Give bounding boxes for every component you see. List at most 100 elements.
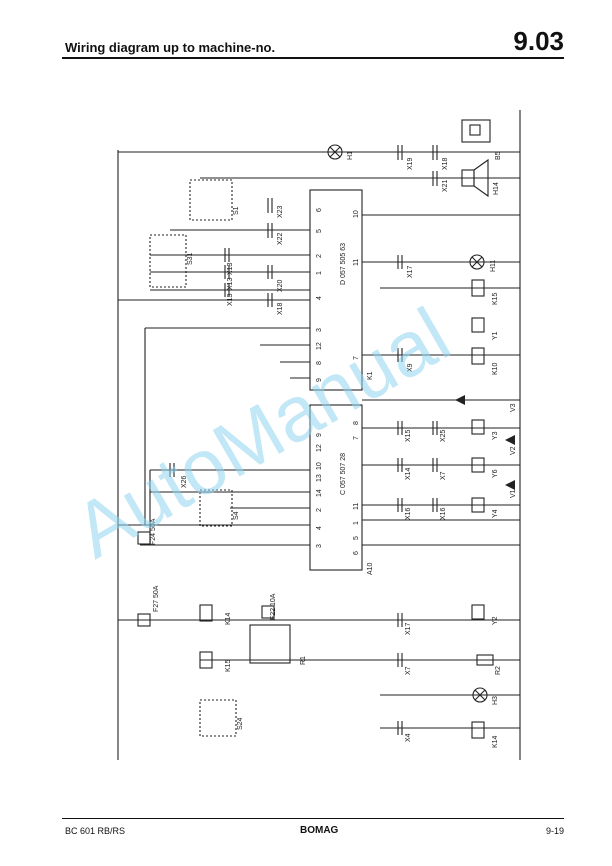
switch-s31: S31 <box>149 234 194 288</box>
svg-text:V2: V2 <box>510 446 517 455</box>
svg-text:2: 2 <box>316 508 323 512</box>
svg-text:R1: R1 <box>300 656 307 665</box>
svg-text:X7: X7 <box>405 666 412 675</box>
valve-y2: Y2 <box>471 604 499 625</box>
relay-k15: K15 <box>471 279 499 305</box>
svg-text:K14: K14 <box>492 735 499 748</box>
svg-text:R2: R2 <box>495 666 502 675</box>
svg-text:X25: X25 <box>440 429 447 442</box>
valve-y3: Y3 <box>471 419 499 440</box>
svg-text:11: 11 <box>353 259 360 266</box>
svg-text:X21: X21 <box>442 179 449 192</box>
module-code-lower: C 057 507 28 <box>340 453 347 495</box>
svg-text:14: 14 <box>316 489 323 497</box>
svg-text:X17: X17 <box>405 622 412 635</box>
fuse-f22: F22 10A <box>261 593 277 620</box>
svg-text:S24: S24 <box>237 717 244 730</box>
svg-text:S31: S31 <box>187 252 194 265</box>
valve-y1: Y1 <box>471 317 499 340</box>
svg-text:Y6: Y6 <box>492 469 499 478</box>
svg-text:X22: X22 <box>277 232 284 245</box>
switch-s4: S4 <box>199 489 240 527</box>
svg-text:9: 9 <box>316 433 323 437</box>
svg-text:13: 13 <box>316 474 323 482</box>
diode-v3: V3 <box>455 395 517 412</box>
svg-text:7: 7 <box>353 356 360 360</box>
section-number: 9.03 <box>513 26 564 56</box>
svg-text:X15: X15 <box>405 429 412 442</box>
svg-text:5: 5 <box>316 229 323 233</box>
svg-text:7: 7 <box>353 436 360 440</box>
page-number: 9-19 <box>545 826 564 836</box>
svg-text:X20: X20 <box>277 279 284 292</box>
svg-text:K10: K10 <box>492 362 499 375</box>
svg-text:X14: X14 <box>405 467 412 480</box>
svg-text:B5: B5 <box>495 151 502 160</box>
footer-rule <box>62 818 564 819</box>
svg-text:9: 9 <box>316 378 323 382</box>
svg-text:4: 4 <box>316 296 323 300</box>
watermark: AutoManual <box>60 290 465 574</box>
svg-text:12: 12 <box>316 342 323 350</box>
svg-text:V3: V3 <box>510 403 517 412</box>
svg-text:X16: X16 <box>440 507 447 520</box>
svg-text:X16: X16 <box>405 507 412 520</box>
wires-right <box>118 151 520 729</box>
lamp-h1: H1 <box>327 144 354 160</box>
svg-text:6: 6 <box>316 208 323 212</box>
svg-text:3: 3 <box>316 544 323 548</box>
svg-text:F27 50A: F27 50A <box>153 585 160 612</box>
connector-symbols: X19 X18 X21 X22 X23 X13 X13 X20 X13 X18 … <box>169 145 449 742</box>
relay-k14: K14 <box>471 721 499 748</box>
fuse-f27: F27 50A <box>137 585 160 627</box>
svg-text:6: 6 <box>353 551 360 555</box>
svg-text:X26: X26 <box>181 475 188 488</box>
svg-text:X18: X18 <box>442 157 449 170</box>
svg-text:11: 11 <box>353 503 360 510</box>
svg-text:F22 10A: F22 10A <box>270 593 277 620</box>
svg-text:8: 8 <box>316 361 323 365</box>
fuse-f24: F24 50A <box>137 518 157 545</box>
svg-text:X13: X13 <box>227 277 234 290</box>
module-code-upper: D 057 505 63 <box>340 243 347 285</box>
svg-text:X18: X18 <box>277 302 284 315</box>
svg-text:X4: X4 <box>405 733 412 742</box>
valve-y6: Y6 <box>471 457 499 478</box>
relay-k15-left: K15 <box>199 651 232 672</box>
svg-text:S4: S4 <box>233 511 240 520</box>
svg-text:10: 10 <box>316 462 323 470</box>
svg-text:Y1: Y1 <box>492 331 499 340</box>
svg-text:X9: X9 <box>407 363 414 372</box>
svg-text:X17: X17 <box>407 265 414 278</box>
svg-text:Y4: Y4 <box>492 509 499 518</box>
svg-text:H14: H14 <box>493 182 500 195</box>
svg-text:H3: H3 <box>492 696 499 705</box>
relay-k10: K10 <box>471 347 499 375</box>
resistor-r2: R2 <box>476 654 502 675</box>
module-label: K1 <box>367 371 374 380</box>
svg-text:F24 50A: F24 50A <box>150 518 157 545</box>
module-connector: A10 <box>367 562 374 575</box>
svg-text:K15: K15 <box>225 659 232 672</box>
svg-text:1: 1 <box>316 271 323 275</box>
svg-text:X7: X7 <box>440 471 447 480</box>
horn-h14: H14 <box>461 158 500 198</box>
diode-v2: V2 <box>505 435 517 455</box>
lamp-h3: H3 <box>472 687 499 705</box>
brand-label: BOMAG <box>300 825 339 836</box>
svg-text:2: 2 <box>316 254 323 258</box>
svg-text:S1: S1 <box>233 206 240 215</box>
page-title: Wiring diagram up to machine-no. <box>65 40 276 55</box>
svg-text:8: 8 <box>353 421 360 425</box>
svg-text:H11: H11 <box>490 260 497 272</box>
pressure-switch-b5: B5 <box>461 119 502 160</box>
switch-s24: S24 <box>199 699 244 737</box>
resistor-r1: R1 <box>249 624 307 665</box>
lamp-h11: H11 <box>469 254 497 272</box>
svg-text:K14: K14 <box>225 612 232 625</box>
svg-text:10: 10 <box>353 210 360 218</box>
switch-s1: S1 <box>189 179 240 221</box>
relay-k14-left: K14 <box>199 604 232 625</box>
svg-text:1: 1 <box>353 521 360 525</box>
